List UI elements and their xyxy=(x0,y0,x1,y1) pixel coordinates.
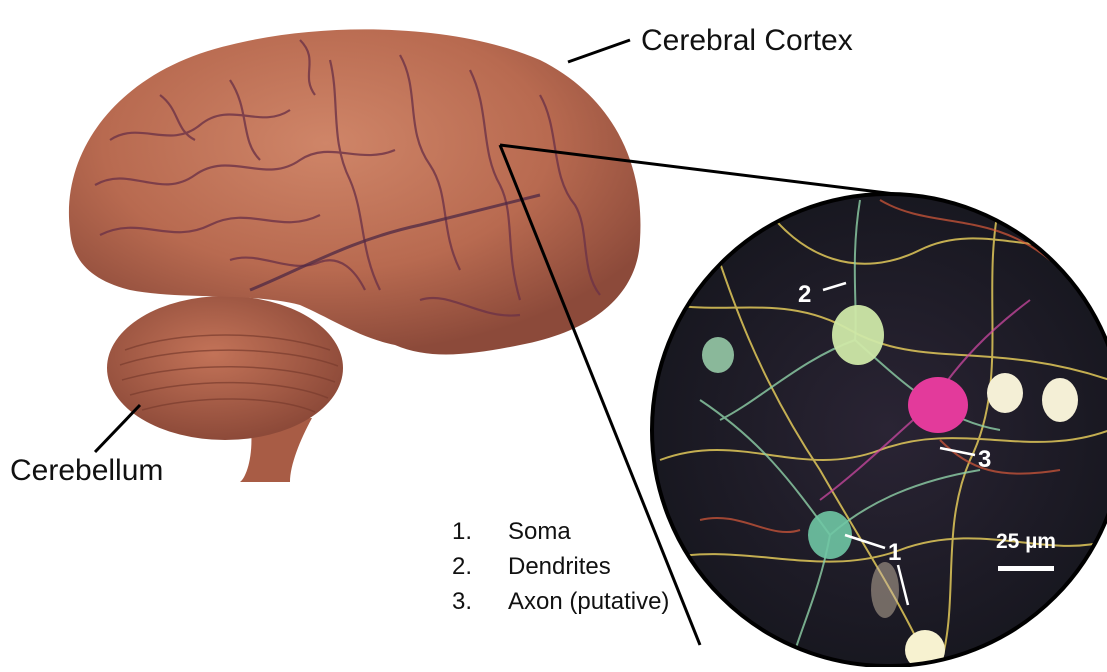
legend-item: 1. Soma xyxy=(452,514,669,549)
legend-text: Axon (putative) xyxy=(508,588,669,616)
soma-magenta xyxy=(908,377,968,433)
soma-white-right-1 xyxy=(987,373,1023,413)
legend-text: Dendrites xyxy=(508,553,611,581)
marker-2: 2 xyxy=(798,281,811,308)
soma-white-right-2 xyxy=(1042,378,1078,422)
cerebellum-pointer-line xyxy=(95,405,140,452)
scale-bar-label: 25 µm xyxy=(996,530,1056,554)
legend-item: 3. Axon (putative) xyxy=(452,584,669,619)
cerebral-cortex-label: Cerebral Cortex xyxy=(641,26,853,56)
marker-1: 1 xyxy=(888,539,901,566)
cortex-pointer-line xyxy=(568,40,630,62)
legend-number: 1. xyxy=(452,518,508,546)
legend-text: Soma xyxy=(508,518,571,546)
legend-number: 3. xyxy=(452,588,508,616)
cerebellum-label: Cerebellum xyxy=(10,456,163,486)
legend: 1. Soma 2. Dendrites 3. Axon (putative) xyxy=(452,514,669,619)
marker-3: 3 xyxy=(978,446,991,473)
soma-green-large xyxy=(832,305,884,365)
soma-green-left xyxy=(702,337,734,373)
cerebellum-shape xyxy=(107,296,343,440)
scale-bar xyxy=(998,566,1054,571)
soma-faint xyxy=(871,562,899,618)
legend-number: 2. xyxy=(452,553,508,581)
legend-item: 2. Dendrites xyxy=(452,549,669,584)
